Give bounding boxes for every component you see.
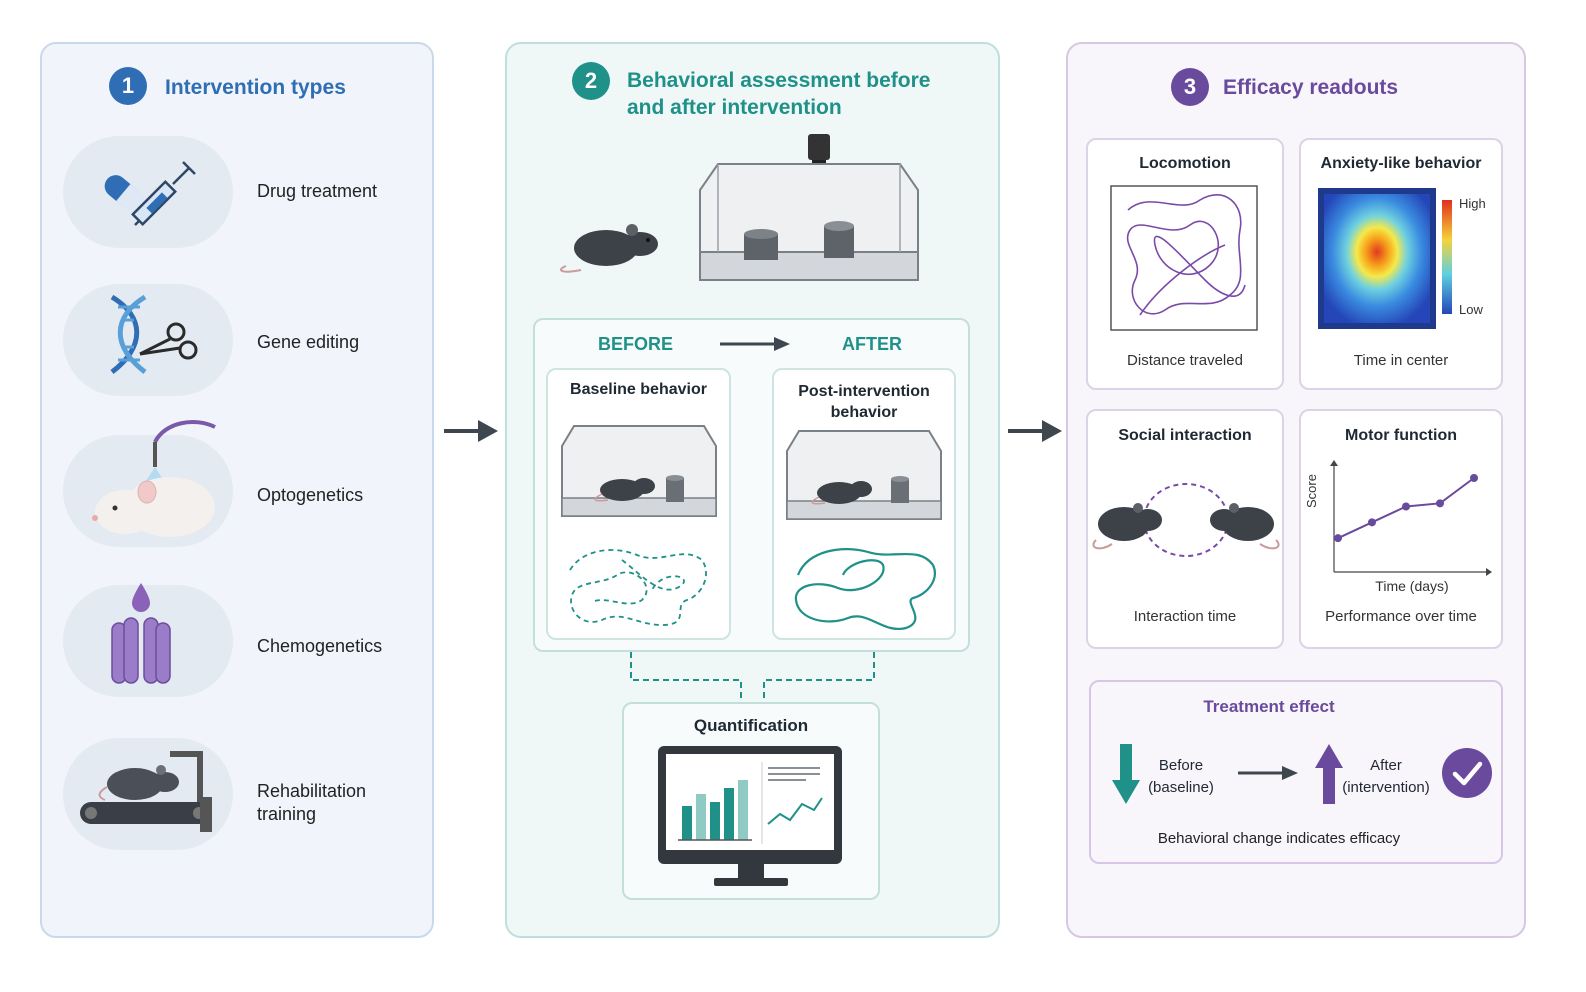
step-number-3: 3 <box>1171 68 1209 106</box>
chemogenetics-receptor-icon <box>111 583 171 684</box>
scale-low-label: Low <box>1459 302 1483 317</box>
motor-line-chart <box>1330 460 1492 576</box>
baseline-arena-icon <box>561 425 717 517</box>
social-title: Social interaction <box>1118 427 1252 444</box>
heatmap-color-scale <box>1442 200 1452 314</box>
computer-monitor-icon <box>658 746 842 886</box>
baseline-path-trace <box>569 549 707 626</box>
motor-x-label: Time (days) <box>1375 578 1449 594</box>
treatment-before-label: Before (baseline) <box>1148 757 1214 796</box>
treatment-effect-card <box>1089 680 1503 864</box>
social-interaction-mice-icon <box>1092 483 1280 557</box>
motor-y-label: Score <box>1304 474 1319 508</box>
treadmill-mouse-icon <box>80 751 212 832</box>
motor-data-point <box>1470 474 1478 482</box>
baseline-behavior-title: Baseline behavior <box>570 381 707 398</box>
step-number-1: 1 <box>109 67 147 105</box>
social-caption: Interaction time <box>1133 608 1237 625</box>
motor-data-point <box>1368 518 1376 527</box>
behavioral-assessment-title: Behavioral assessment before and after i… <box>627 69 931 119</box>
gene-icon-bg <box>63 284 233 396</box>
motor-data-point <box>1334 534 1342 543</box>
drug-treatment-icon <box>104 161 196 226</box>
treatment-after-label: After (intervention) <box>1342 757 1430 796</box>
scale-high-label: High <box>1459 196 1486 211</box>
after-label: AFTER <box>842 334 902 354</box>
optogenetics-label: Optogenetics <box>257 485 364 505</box>
step-number-2: 2 <box>572 62 610 100</box>
anxiety-caption: Time in center <box>1353 352 1449 369</box>
optogenetics-mouse-icon <box>92 420 216 537</box>
locomotion-title: Locomotion <box>1139 155 1231 172</box>
chemogenetics-label: Chemogenetics <box>257 636 383 656</box>
post-arena-icon <box>786 430 942 520</box>
locomotion-track-plot <box>1110 185 1258 331</box>
treatment-effect-footer: Behavioral change indicates efficacy <box>1157 830 1401 847</box>
anxiety-title: Anxiety-like behavior <box>1320 155 1482 172</box>
quantification-connector <box>630 652 875 702</box>
before-label: BEFORE <box>598 334 674 354</box>
drug-treatment-label: Drug treatment <box>257 181 378 201</box>
quantification-title: Quantification <box>693 716 809 735</box>
rehabilitation-training-label: Rehabilitation training <box>257 781 367 824</box>
gene-editing-label: Gene editing <box>257 332 360 352</box>
treatment-arrow-icon <box>1238 766 1298 780</box>
down-arrow-icon <box>1112 744 1140 804</box>
mouse-icon <box>560 224 658 273</box>
efficacy-readouts-title: Efficacy readouts <box>1223 76 1399 99</box>
before-after-arrow-icon <box>720 337 790 351</box>
check-circle-icon <box>1442 748 1492 798</box>
post-intervention-title: Post-intervention behavior <box>798 383 930 421</box>
intervention-types-title: Intervention types <box>165 76 346 99</box>
up-arrow-icon <box>1315 744 1343 804</box>
flow-arrow-icon <box>444 420 498 442</box>
motor-data-point <box>1436 499 1444 508</box>
motor-data-point <box>1402 502 1410 511</box>
open-field-arena-icon <box>699 134 919 281</box>
treatment-effect-title: Treatment effect <box>1203 697 1335 716</box>
post-path-trace <box>794 548 936 631</box>
flow-arrow-icon <box>1008 420 1062 442</box>
drug-icon-bg <box>63 136 233 248</box>
motor-card <box>1299 409 1503 649</box>
motor-title: Motor function <box>1345 427 1457 444</box>
locomotion-caption: Distance traveled <box>1127 352 1243 369</box>
anxiety-heatmap <box>1318 188 1436 329</box>
dna-scissors-icon <box>110 294 198 374</box>
motor-caption: Performance over time <box>1325 608 1477 625</box>
